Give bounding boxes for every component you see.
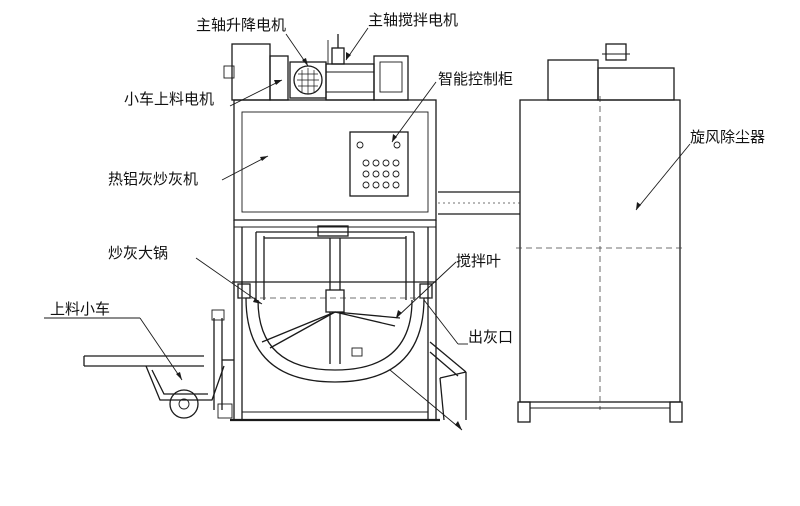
frying-pot	[232, 225, 436, 383]
connecting-duct	[438, 191, 520, 215]
dross-machine-body	[230, 99, 440, 422]
label-feeding-cart: 上料小车	[50, 300, 110, 318]
label-frying-pot: 炒灰大锅	[108, 244, 168, 262]
control-panel	[349, 131, 409, 197]
stirring-assembly	[261, 238, 401, 364]
label-spindle-stir-motor: 主轴搅拌电机	[368, 11, 458, 29]
leader-lines	[44, 27, 691, 431]
spindle-lift-motor	[223, 43, 327, 101]
label-spindle-lift-motor: 主轴升降电机	[196, 16, 286, 34]
cyclone-dust-collector	[516, 43, 684, 423]
feeding-cart	[83, 309, 234, 419]
label-hot-aluminum-dross-machine: 热铝灰炒灰机	[108, 170, 198, 188]
label-ash-outlet: 出灰口	[468, 328, 513, 346]
label-smart-control-cabinet: 智能控制柜	[438, 70, 513, 88]
spindle-stir-motor	[325, 34, 409, 101]
ash-outlet	[429, 341, 467, 421]
label-stirring-blade: 搅拌叶	[456, 252, 501, 270]
label-cyclone-dust-collector: 旋风除尘器	[690, 128, 765, 146]
label-cart-feed-motor: 小车上料电机	[124, 90, 214, 108]
